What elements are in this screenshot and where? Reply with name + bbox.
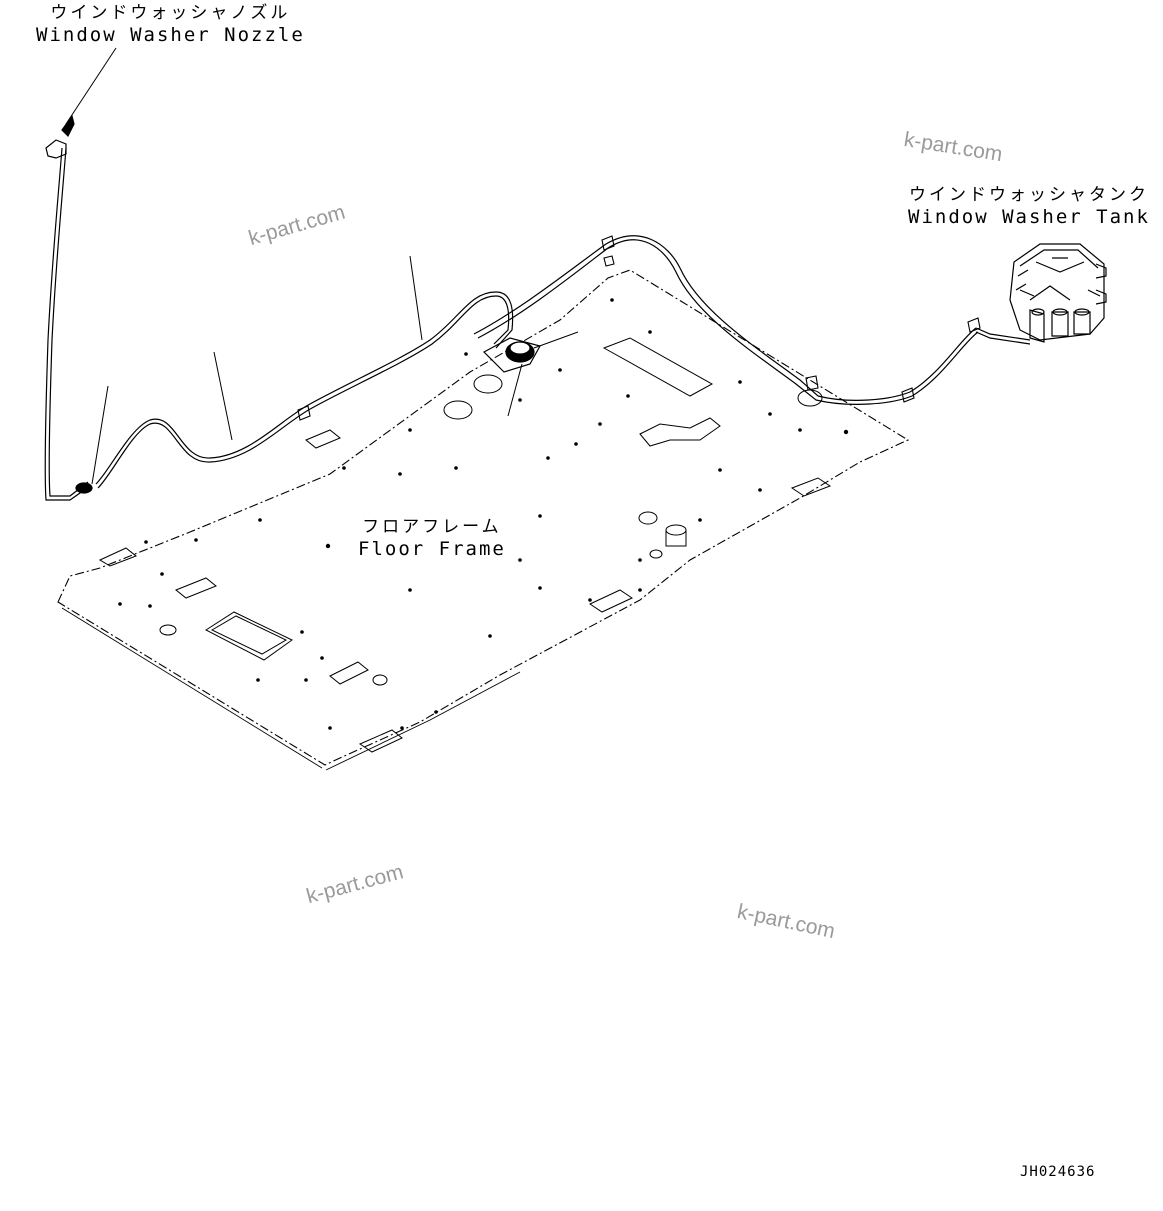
floor-bolt-holes xyxy=(118,298,849,730)
washer-hose xyxy=(95,235,1031,489)
floor-cutout-slot xyxy=(602,337,714,397)
floor-bracket xyxy=(175,577,217,599)
floor-frame-details xyxy=(98,337,832,753)
floor-post xyxy=(665,530,687,547)
tank-label: ウインドウォッシャタンク Window Washer Tank xyxy=(908,184,1150,228)
hose-clip xyxy=(967,317,981,333)
floor-bracket xyxy=(98,547,137,567)
floor-cutout-panel xyxy=(205,611,293,661)
floor-hole xyxy=(159,624,177,636)
nozzle-label-jp: ウインドウォッシャノズル xyxy=(50,3,291,23)
nozzle-label-en: Window Washer Nozzle xyxy=(36,24,305,46)
leader-line xyxy=(409,255,423,341)
hose-clip xyxy=(297,405,311,421)
hose-clip xyxy=(805,375,819,391)
floor-hole xyxy=(473,374,503,394)
hose-clip xyxy=(601,235,615,251)
hose-clips xyxy=(297,235,981,421)
hose-clip xyxy=(901,387,915,403)
floor-hole xyxy=(443,400,473,420)
floor-hole xyxy=(372,674,388,686)
leader-line-nozzle xyxy=(65,47,117,125)
floor-frame-label-jp: フロアフレーム xyxy=(362,517,502,537)
floor-bracket xyxy=(588,589,634,613)
tank-label-en: Window Washer Tank xyxy=(908,206,1150,228)
floor-bracket xyxy=(305,429,341,449)
floor-frame-label-en: Floor Frame xyxy=(358,538,506,560)
floor-bracket xyxy=(790,477,832,497)
washer-tank xyxy=(1009,243,1107,343)
floor-bracket xyxy=(358,729,403,753)
leader-line xyxy=(533,331,579,349)
leader-line xyxy=(213,351,233,441)
floor-bracket xyxy=(329,661,369,685)
floor-cutout-opening xyxy=(639,417,721,447)
hose-grommet xyxy=(483,337,541,373)
floor-hole xyxy=(638,511,658,525)
leader-line xyxy=(91,385,109,485)
hose-clip xyxy=(603,255,615,267)
nozzle-label: ウインドウォッシャノズル Window Washer Nozzle xyxy=(36,2,305,46)
floor-frame-edge xyxy=(61,607,521,771)
floor-post-top xyxy=(665,524,687,536)
drawing-code: JH024636 xyxy=(1020,1164,1096,1180)
nozzle-hose xyxy=(44,147,91,501)
floor-cutout-panel-inner xyxy=(210,615,288,655)
leader-line xyxy=(507,363,523,417)
tank-label-jp: ウインドウォッシャタンク xyxy=(908,185,1149,205)
floor-hole xyxy=(797,389,823,407)
floor-hole xyxy=(649,549,663,559)
floor-frame-plate xyxy=(57,269,910,766)
nozzle-head xyxy=(45,114,93,494)
floor-frame-label: フロアフレーム Floor Frame xyxy=(358,516,506,560)
leader-lines xyxy=(65,47,579,485)
